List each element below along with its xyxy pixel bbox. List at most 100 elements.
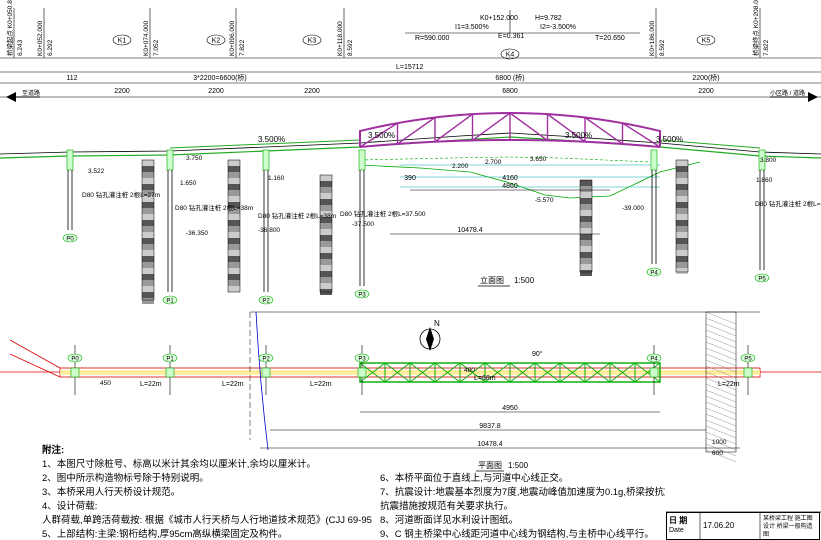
borehole-layer xyxy=(676,214,688,220)
note-2: 2、图中所示构造物标号除于特别说明。 xyxy=(42,473,209,484)
project-title: 某桥梁工程 施工图设计 桥梁一般构造图 xyxy=(763,516,813,537)
title-block: 日 期 Date 17.06.20 某桥梁工程 施工图设计 桥梁一般构造图 xyxy=(666,512,820,540)
svg-text:2200(桥): 2200(桥) xyxy=(692,73,719,82)
borehole-layer xyxy=(142,196,154,202)
hatch-line xyxy=(705,389,737,403)
segment-labels: K1 K2 K3 K4 K5 xyxy=(112,34,716,60)
hatch-line xyxy=(705,317,737,331)
station-elevation: 7.822 xyxy=(763,39,770,56)
hatch-line xyxy=(705,383,737,397)
svg-text:3.500%: 3.500% xyxy=(368,131,395,140)
svg-text:-39.000: -39.000 xyxy=(622,205,644,212)
pier-label: P0 xyxy=(66,237,74,243)
notes-right: 6、本桥平面位于直线上,与河道中心线正交。 7、抗震设计:地震基本烈度为7度,地… xyxy=(380,472,665,540)
date-label: 日 期 xyxy=(669,516,688,525)
svg-text:3.522: 3.522 xyxy=(88,168,105,175)
borehole-layer xyxy=(580,228,592,234)
svg-text:D80 钻孔灌注桩 2根L=37.500: D80 钻孔灌注桩 2根L=37.500 xyxy=(340,209,426,218)
pier-cap xyxy=(358,149,366,171)
plan-angle: 90° xyxy=(532,350,543,358)
plan-truss-diagonal xyxy=(409,362,436,383)
plan-pier-tag xyxy=(67,353,83,363)
plan-truss-diagonal xyxy=(359,362,386,383)
borehole-layer xyxy=(580,252,592,258)
borehole-layer xyxy=(228,256,240,262)
borehole-column xyxy=(675,159,689,273)
borehole-layer xyxy=(320,259,332,265)
note-4: 4、设计荷载: xyxy=(42,501,98,512)
pier-tag xyxy=(62,233,78,243)
date-sublabel: Date xyxy=(669,527,684,534)
svg-text:D80 钻孔灌注桩 2根L=27m: D80 钻孔灌注桩 2根L=27m xyxy=(82,190,160,199)
svg-text:L=68m: L=68m xyxy=(474,375,496,382)
slope-labels: 3.500% 3.500% 3.500% 3.500% xyxy=(258,131,683,144)
curve-tangent: T=20.650 xyxy=(595,35,625,42)
borehole-layer xyxy=(142,292,154,298)
svg-text:D80 钻孔灌注桩 2根L=38m: D80 钻孔灌注桩 2根L=38m xyxy=(175,203,253,212)
segment-k4: K4 xyxy=(506,52,515,59)
borehole-layer xyxy=(228,196,240,202)
plan-truss-diagonal xyxy=(384,362,411,383)
borehole-layer xyxy=(142,202,154,208)
borehole-column xyxy=(141,159,155,301)
hatch-line xyxy=(705,365,737,379)
svg-text:390: 390 xyxy=(404,175,416,182)
borehole-layer xyxy=(580,180,592,186)
borehole-layer xyxy=(142,184,154,190)
segment-k2: K2 xyxy=(212,38,221,45)
borehole-layer xyxy=(320,223,332,229)
deck-profile xyxy=(0,132,821,159)
borehole-layer xyxy=(228,208,240,214)
borehole-layer xyxy=(228,226,240,232)
borehole-layer xyxy=(228,244,240,250)
borehole-layer xyxy=(142,238,154,244)
svg-text:至道路: 至道路 xyxy=(22,89,40,97)
plan-truss-diagonal xyxy=(534,362,561,383)
borehole-layer xyxy=(142,232,154,238)
svg-text:9837.8: 9837.8 xyxy=(479,423,501,430)
svg-text:1.160: 1.160 xyxy=(268,175,285,182)
svg-text:4950: 4950 xyxy=(502,405,518,412)
svg-text:-5.570: -5.570 xyxy=(535,197,554,204)
borehole-layer xyxy=(320,271,332,277)
borehole-layer xyxy=(142,268,154,274)
truss-diagonal xyxy=(584,116,623,145)
truss-diagonal xyxy=(509,112,548,142)
pier-cap xyxy=(758,149,766,171)
note-7: 7、抗震设计:地震基本烈度为7度,地震动峰值加速度为0.1g,桥梁按抗震设防类别… xyxy=(380,487,665,498)
borehole-layer xyxy=(676,262,688,268)
borehole-layer xyxy=(142,256,154,262)
svg-text:L=22m: L=22m xyxy=(310,381,332,388)
truss-diagonal xyxy=(359,122,398,148)
plan-pier-label: P5 xyxy=(744,357,752,363)
span-dimensions: 2200 2200 2200 6800 2200 xyxy=(114,88,714,95)
borehole-layer xyxy=(320,277,332,283)
hatch-line xyxy=(705,323,737,337)
borehole-layer xyxy=(676,178,688,184)
borehole-layer xyxy=(676,190,688,196)
borehole-layer xyxy=(320,241,332,247)
plan-truss-diagonal xyxy=(609,362,636,383)
plan-pier-label: P2 xyxy=(262,357,270,363)
borehole-layer xyxy=(676,208,688,214)
borehole-layer xyxy=(142,280,154,286)
borehole-layer xyxy=(676,220,688,226)
borehole-layer xyxy=(580,216,592,222)
plan-pier xyxy=(649,367,659,378)
plan-pier-tag xyxy=(258,353,274,363)
plan-pier-label: P4 xyxy=(650,357,658,363)
notes-title: 附注: xyxy=(42,445,65,456)
station-elevation: 8.592 xyxy=(659,39,666,56)
plan-truss-diagonal xyxy=(509,362,536,383)
svg-text:3.500%: 3.500% xyxy=(656,135,683,144)
svg-text:-36.350: -36.350 xyxy=(186,230,208,237)
note-5: 5、上部结构:主梁:钢桁结构,厚95cm高纵横梁固定及构件。 xyxy=(42,529,288,540)
station-elevation: 7.052 xyxy=(153,39,160,56)
plan-truss-diagonal xyxy=(459,362,486,383)
borehole-layer xyxy=(676,196,688,202)
borehole-layer xyxy=(676,172,688,178)
segment-k1: K1 xyxy=(118,38,127,45)
borehole-layer xyxy=(228,160,240,166)
borehole-layer xyxy=(320,193,332,199)
